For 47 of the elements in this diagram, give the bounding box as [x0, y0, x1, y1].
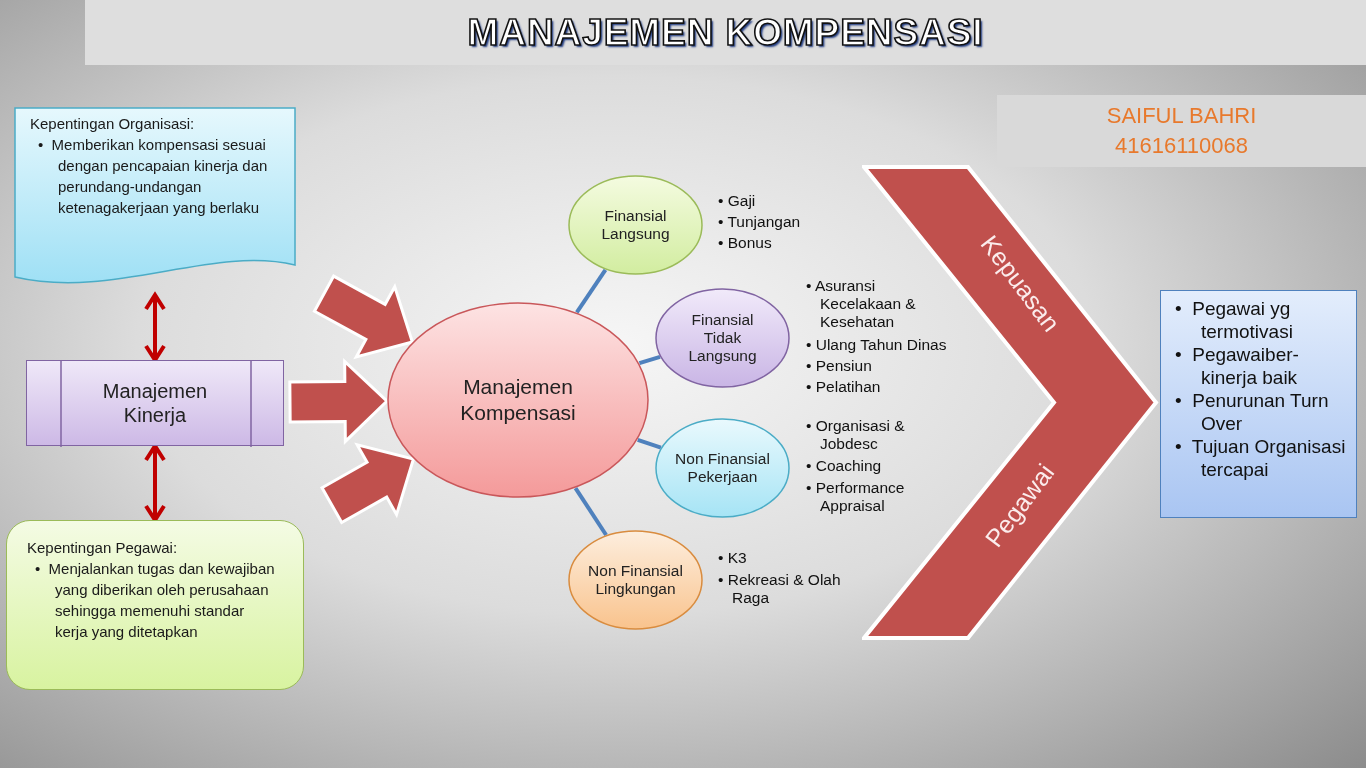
bullet-text: • Pegawaiber-kinerja baik [1174, 343, 1300, 389]
process-box [26, 360, 284, 446]
bullet-text: • Penurunan Turn Over [1174, 389, 1330, 435]
bullet-text: • Pelatihan [806, 378, 882, 396]
name-text: SAIFUL BAHRI [1106, 102, 1257, 130]
bullet-text: • K3 [718, 549, 748, 567]
block-arrow [312, 274, 415, 360]
double-arrow [144, 293, 166, 362]
bullet-text: • Menjalankan tugas dan kewajiban yang diberikan oleh perusahaan sehingga memenuhi standar kerja yang ditetapkan [34, 559, 276, 642]
circle-label: Finansial Tidak Langsung [687, 311, 758, 365]
category-circle [655, 418, 790, 518]
bullet-text: • Performance Appraisal [806, 479, 906, 515]
bullet-text: • Tunjangan [718, 213, 802, 231]
rounded-box [6, 520, 304, 690]
bullet-text: • Ulang Tahun Dinas [806, 336, 948, 354]
title: MANAJEMEN KOMPENSASI [467, 10, 984, 55]
connector-line [637, 437, 662, 450]
name-panel [997, 95, 1366, 167]
bullet-text: • Memberikan kompensasi sesuai dengan pencapaian kinerja dan perundang-undangan ketenagakerjaan yang berlaku [37, 135, 269, 218]
bullet-text: • Rekreasi & Olah Raga [718, 571, 842, 607]
connector-line [573, 486, 608, 537]
bullet-text: • Gaji [718, 192, 757, 210]
bullet-text: • Pensiun [806, 357, 873, 375]
circle-label: Non Finansial Lingkungan [587, 562, 684, 598]
category-circle [568, 175, 703, 275]
circle-label: Manajemen Kompensasi [459, 374, 577, 426]
double-arrow [144, 444, 166, 522]
block-arrow [320, 442, 416, 525]
bullet-text: • Tujuan Organisasi tercapai [1174, 435, 1347, 481]
box-label: Manajemen Kinerja [101, 379, 209, 427]
circle-label: Finansial Langsung [600, 207, 671, 243]
box-heading: Kepentingan Pegawai: [27, 538, 179, 558]
result-box [1160, 290, 1357, 518]
bullet-text: • Organisasi & Jobdesc [806, 417, 906, 453]
name-text: 41616110068 [1115, 132, 1248, 160]
bullet-text: • Pegawai yg termotivasi [1174, 297, 1294, 343]
center-circle [387, 302, 649, 498]
bullet-text: • Asuransi Kecelakaan & Kesehatan [806, 277, 917, 331]
block-arrow [288, 357, 390, 445]
category-circle [655, 288, 790, 388]
bullet-text: • Bonus [718, 234, 773, 252]
box-heading: Kepentingan Organisasi: [30, 114, 196, 134]
connector-line [638, 355, 661, 366]
circle-label: Non Finansial Pekerjaan [674, 450, 771, 486]
category-circle [568, 530, 703, 630]
bullet-text: • Coaching [806, 457, 883, 475]
connector-line [575, 268, 608, 314]
